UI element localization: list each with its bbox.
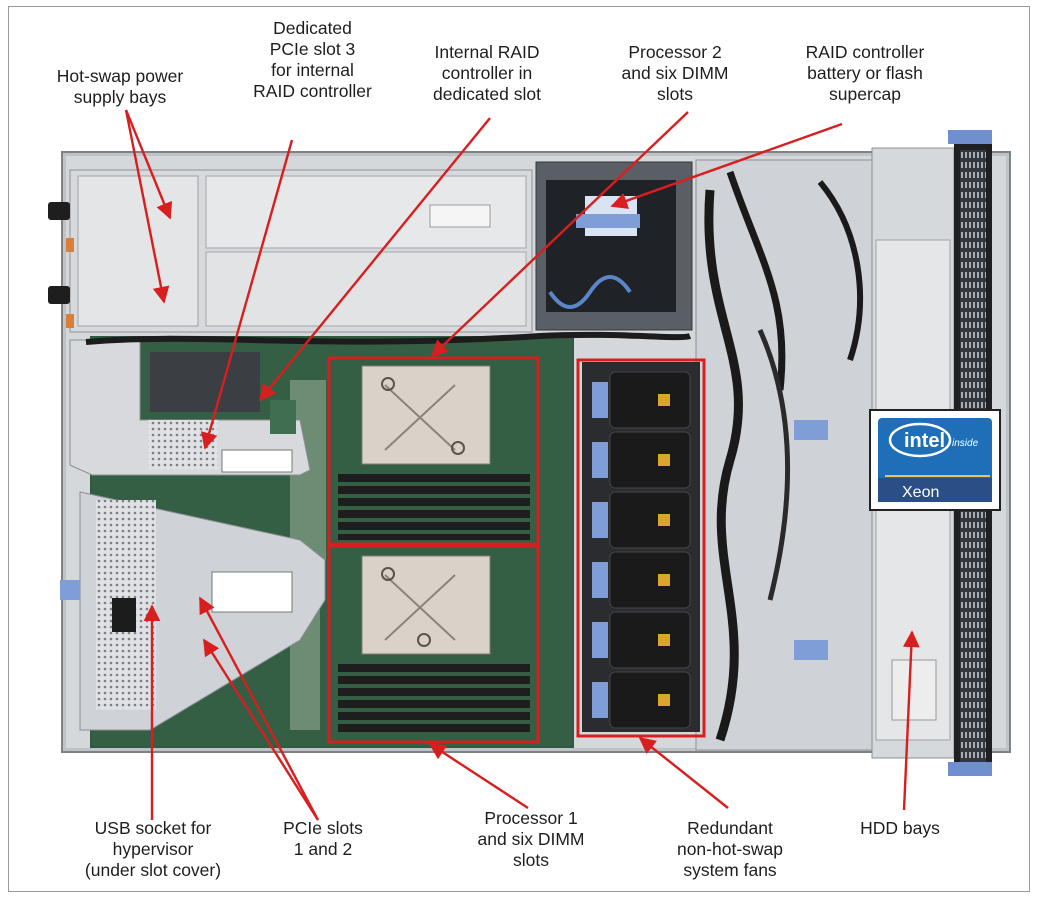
arrow-pcie-slot3 (201, 139, 294, 450)
arrow-internal-raid (258, 117, 491, 402)
arrow-processor-1 (428, 742, 529, 810)
processor-1-block (338, 555, 530, 732)
arrow-pcie-2 (202, 638, 320, 821)
processor-2-block (338, 365, 530, 540)
label-internal-raid: Internal RAID controller in dedicated sl… (433, 42, 541, 104)
label-raid-battery: RAID controller battery or flash superca… (805, 42, 925, 104)
xeon-text: Xeon (902, 484, 939, 501)
arrow-fans (638, 736, 729, 809)
intel-xeon-badge: intel inside Xeon (869, 409, 1001, 511)
label-processor-2: Processor 2 and six DIMM slots (621, 42, 729, 104)
highlight-processor-1 (327, 544, 540, 744)
psu-handle-top (48, 202, 70, 220)
raid-battery-area (535, 161, 693, 331)
arrow-processor-2 (430, 111, 689, 358)
intel-inside-text: inside (952, 438, 979, 449)
arrow-pcie-1 (198, 596, 320, 821)
callout-arrows (124, 109, 920, 821)
label-usb-socket: USB socket for hypervisor (under slot co… (84, 818, 222, 880)
label-processor-1: Processor 1 and six DIMM slots (477, 808, 585, 870)
arrow-psu-1 (124, 109, 173, 220)
label-hot-swap-psu: Hot-swap power supply bays (56, 66, 184, 107)
arrow-psu-2 (124, 109, 170, 304)
arrow-hdd-bays (902, 630, 920, 811)
psu-handle-bottom (48, 286, 70, 304)
highlight-processor-2 (327, 356, 540, 546)
label-hdd-bays: HDD bays (860, 818, 940, 838)
label-fans: Redundant non-hot-swap system fans (676, 818, 784, 880)
highlight-fans (576, 358, 706, 738)
system-fans (582, 362, 700, 732)
label-pcie-slots-1-2: PCIe slots 1 and 2 (283, 818, 363, 859)
raid-controller-card (150, 352, 296, 434)
arrow-raid-battery (610, 122, 843, 209)
intel-brand-text: intel (904, 430, 945, 452)
usb-socket-cover (112, 598, 136, 632)
power-supply-bays (48, 169, 533, 333)
label-pcie-slot3: Dedicated PCIe slot 3 for internal RAID … (253, 18, 372, 101)
